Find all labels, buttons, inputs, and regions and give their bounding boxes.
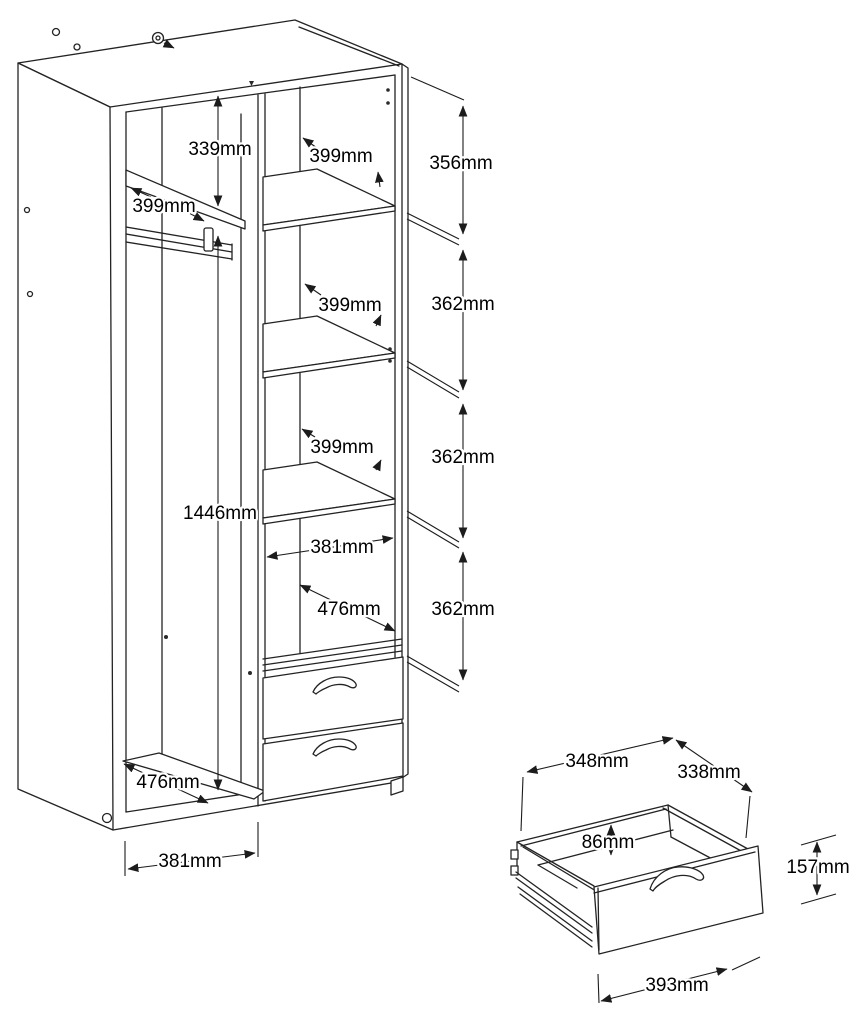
cam-fitting-icon <box>151 31 175 49</box>
dim-right-gap-2: 362mm <box>431 294 494 315</box>
dim-drawer-front-width: 393mm <box>645 975 708 996</box>
dim-right-gap-1: 356mm <box>429 153 492 174</box>
dim-left-interior-width: 381mm <box>158 851 221 872</box>
dim-right-interior-width: 381mm <box>310 537 373 558</box>
right-side-edge <box>401 63 409 779</box>
wardrobe-drawing <box>17 19 468 876</box>
dim-left-interior-height: 1446mm <box>183 503 257 524</box>
drawer-handle-icon <box>312 738 357 757</box>
dim-right-interior-depth: 476mm <box>317 599 380 620</box>
front-foot <box>390 776 404 796</box>
wardrobe-dimension-lines <box>123 76 468 876</box>
screw-holes <box>23 27 392 824</box>
cabinet-body <box>17 19 409 831</box>
right-shelf-3 <box>262 461 396 525</box>
drawer-dimension-lines <box>520 736 837 1004</box>
dim-left-shelf-depth: 399mm <box>132 196 195 217</box>
dim-drawer-front-height: 157mm <box>786 857 849 878</box>
drawer-handle-icon <box>312 676 357 695</box>
dim-right-gap-3: 362mm <box>431 447 494 468</box>
drawer-box <box>510 804 749 948</box>
left-side-panel <box>17 62 114 831</box>
shelf-above-drawers <box>262 638 403 672</box>
dim-drawer-inner-height: 86mm <box>582 832 635 853</box>
right-shelf-1 <box>262 168 396 232</box>
dim-right-shelf-2-depth: 399mm <box>318 295 381 316</box>
dim-drawer-inner-width: 348mm <box>565 751 628 772</box>
dim-right-shelf-1-depth: 399mm <box>309 146 372 167</box>
dim-top-to-first-shelf: 339mm <box>188 139 251 160</box>
dim-right-gap-4: 362mm <box>431 599 494 620</box>
drawer-front-upper <box>262 656 404 740</box>
drawer-handle-icon <box>649 866 705 892</box>
dim-left-floor-depth: 476mm <box>136 772 199 793</box>
rail-bracket <box>203 227 214 252</box>
dim-drawer-inner-depth: 338mm <box>677 762 740 783</box>
hanging-rail <box>125 226 233 261</box>
dim-right-shelf-3-depth: 399mm <box>310 437 373 458</box>
drawer-runners <box>515 871 593 948</box>
left-shelf <box>125 169 246 230</box>
dimension-labels: 339mm 399mm 399mm 356mm 399mm 362mm 399m… <box>130 137 852 999</box>
drawer-front-lower <box>262 722 404 802</box>
drawer-front-panel <box>593 845 764 955</box>
drawer-detail-drawing <box>510 736 837 1004</box>
right-shelf-2 <box>262 315 396 379</box>
